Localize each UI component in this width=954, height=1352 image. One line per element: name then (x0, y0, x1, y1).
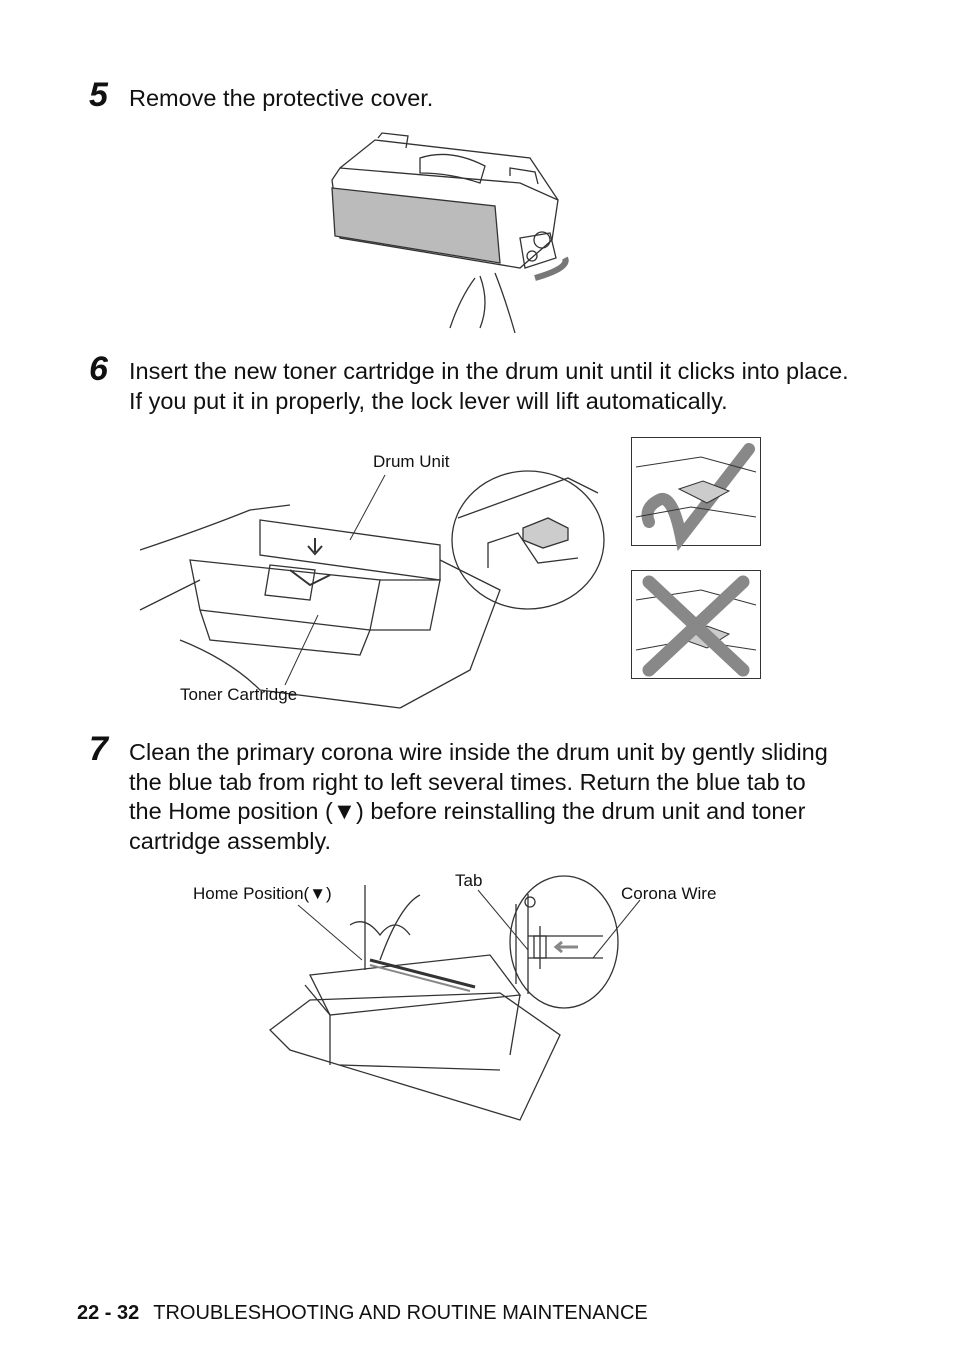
step-6-text: Insert the new toner cartridge in the dr… (129, 358, 849, 414)
home-position-label: Home Position(▼) (193, 884, 332, 903)
insert-toner-illustration (139, 504, 501, 709)
page-number: 22 - 32 (77, 1302, 140, 1324)
tab-label: Tab (455, 871, 483, 890)
step-7-number: 7 (89, 730, 108, 768)
step-5-text: Remove the protective cover. (129, 85, 434, 111)
incorrect-position-icon (631, 570, 761, 679)
drum-unit-label: Drum Unit (373, 452, 450, 471)
step-7-text: Clean the primary corona wire inside the… (129, 739, 828, 854)
correct-position-icon (631, 437, 761, 552)
corona-wire-detail-circle (509, 875, 619, 1009)
section-title: TROUBLESHOOTING AND ROUTINE MAINTENANCE (153, 1302, 648, 1324)
step-5-number: 5 (89, 76, 108, 114)
step-6-number: 6 (89, 350, 108, 388)
lock-lever-detail-circle (451, 470, 605, 610)
remove-cover-illustration (331, 132, 569, 334)
corona-wire-label: Corona Wire (621, 884, 717, 903)
toner-cartridge-label: Toner Cartridge (180, 685, 298, 704)
clean-corona-wire-illustration (269, 885, 561, 1121)
page-footer: 22 - 32 TROUBLESHOOTING AND ROUTINE MAINT… (77, 1301, 648, 1325)
